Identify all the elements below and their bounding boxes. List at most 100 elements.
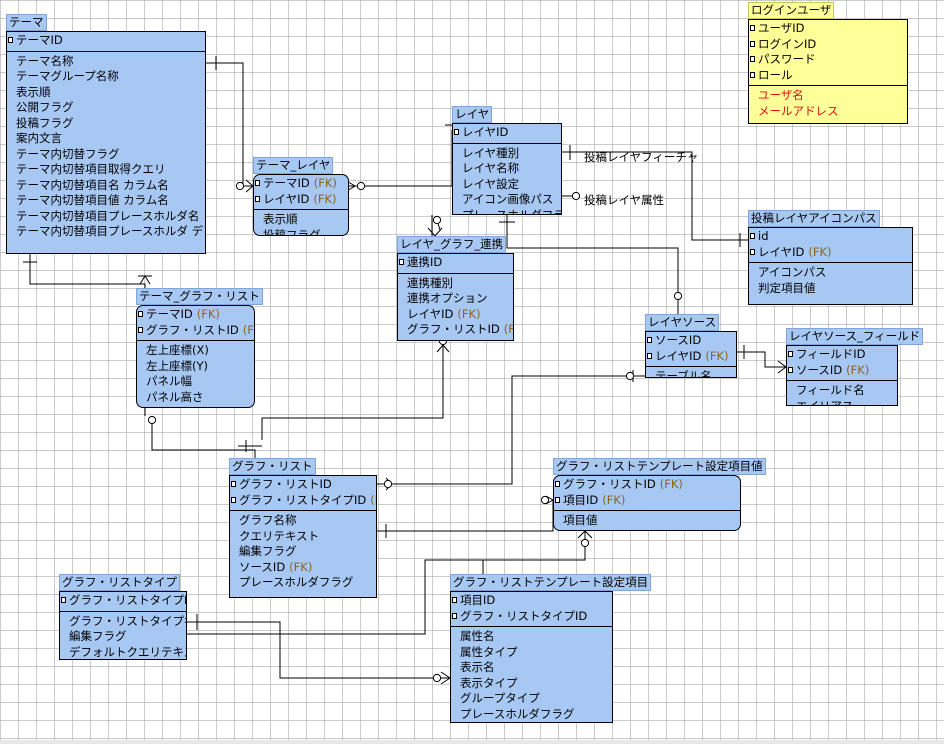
entity-title[interactable]: グラフ・リストタイプ (59, 574, 180, 591)
key-attribute[interactable]: ソースID (646, 333, 736, 349)
attribute-row[interactable]: テーマ内切替項目プレースホルダ デフォル (7, 224, 205, 240)
attribute-row[interactable]: フィールド名 (787, 383, 897, 399)
key-attribute[interactable]: レイヤID (453, 125, 561, 141)
attribute-row[interactable]: プレースホルダフラグ (453, 208, 561, 215)
attribute-section: 項目値 (554, 511, 740, 530)
key-attribute[interactable]: グラフ・リストID (230, 477, 376, 493)
key-attribute[interactable]: id (749, 229, 912, 245)
attribute-row[interactable]: 公開フラグ (7, 100, 205, 116)
attribute-row[interactable]: 属性名 (451, 629, 612, 645)
entity-title[interactable]: 投稿レイヤアイコンパス (748, 210, 880, 227)
attribute-row[interactable]: 項目値 (554, 513, 740, 529)
key-attribute[interactable]: 連携ID (398, 255, 513, 271)
attribute-row[interactable]: 案内文言 (7, 131, 205, 147)
attribute-row[interactable]: ユーザ名 (749, 88, 907, 104)
entity-title[interactable]: レイヤソース_フィールド (786, 328, 924, 345)
attribute-row[interactable]: 左上座標(X) (137, 343, 254, 359)
attribute-row[interactable]: テーマ内切替フラグ (7, 147, 205, 163)
key-attribute[interactable]: グラフ・リストID(FK) (137, 323, 254, 339)
entity-template-item-value[interactable]: グラフ・リストテンプレート設定項目値グラフ・リストID(FK)項目ID(FK) 項… (553, 458, 766, 531)
key-attribute[interactable]: レイヤID(FK) (749, 245, 912, 261)
entity-layer-graph-link[interactable]: レイヤ_グラフ_連携連携ID 連携種別連携オプションレイヤID(FK)グラフ・リス… (397, 236, 514, 341)
entity-title[interactable]: レイヤソース (645, 314, 720, 331)
entity-title[interactable]: テーマ_レイヤ (253, 157, 334, 174)
key-attribute[interactable]: ロール (749, 68, 907, 84)
attribute-row[interactable]: テーブル名 (646, 369, 736, 377)
attribute-row[interactable]: 表示順 (7, 85, 205, 101)
attribute-row[interactable]: レイヤ種別 (453, 146, 561, 162)
attribute-row[interactable]: 左上座標(Y) (137, 359, 254, 375)
entity-title[interactable]: ログインユーザ (748, 2, 835, 19)
attribute-row[interactable]: テーマグループ名称 (7, 69, 205, 85)
key-attribute[interactable]: 項目ID (451, 593, 612, 609)
attribute-row[interactable]: 連携種別 (398, 276, 513, 292)
attribute-row[interactable]: テーマ内切替項目名 カラム名 (7, 178, 205, 194)
key-attribute[interactable]: ユーザID (749, 21, 907, 37)
key-attribute[interactable]: レイヤID(FK) (646, 349, 736, 365)
attribute-row[interactable]: 投稿フラグ (254, 228, 348, 236)
entity-title[interactable]: レイヤ_グラフ_連携 (397, 236, 507, 253)
entity-title[interactable]: テーマ_グラフ・リスト (136, 288, 263, 305)
key-attribute[interactable]: テーマID(FK) (137, 307, 254, 323)
attribute-row[interactable]: グラフ・リストID(FK) (398, 322, 513, 338)
key-attribute[interactable]: グラフ・リストタイプID(FK) (230, 493, 376, 509)
attribute-row[interactable]: 表示名 (451, 660, 612, 676)
attribute-row[interactable]: パネル高さ (137, 390, 254, 406)
attribute-row[interactable]: グラフ名称 (230, 513, 376, 529)
attribute-row[interactable]: 属性タイプ (451, 645, 612, 661)
attribute-row[interactable]: 投稿フラグ (7, 116, 205, 132)
key-attribute[interactable]: パスワード (749, 52, 907, 68)
attribute-row[interactable]: テーマ内切替項目取得クエリ (7, 162, 205, 178)
entity-title[interactable]: グラフ・リストテンプレート設定項目値 (553, 458, 766, 475)
entity-title[interactable]: レイヤ (452, 106, 493, 123)
entity-title[interactable]: テーマ (6, 14, 47, 31)
attribute-row[interactable]: アイコン画像パス (453, 192, 561, 208)
attribute-row[interactable]: プレースホルダフラグ (230, 575, 376, 591)
attribute-row[interactable]: ソースID(FK) (230, 560, 376, 576)
attribute-row[interactable]: 編集フラグ (60, 629, 186, 645)
entity-theme-layer[interactable]: テーマ_レイヤテーマID(FK)レイヤID(FK) 表示順投稿フラグ (253, 157, 349, 236)
attribute-row[interactable]: パネル幅 (137, 374, 254, 390)
attribute-row[interactable]: デフォルトクエリテキスト (60, 645, 186, 660)
attribute-row[interactable]: 表示順 (254, 212, 348, 228)
attribute-row[interactable]: 編集フラグ (230, 544, 376, 560)
key-attribute[interactable]: フィールドID (787, 347, 897, 363)
key-attribute[interactable]: テーマID(FK) (254, 176, 348, 192)
key-attribute[interactable]: ログインID (749, 37, 907, 53)
attribute-row[interactable]: グラフ・リストタイプ名称 (60, 614, 186, 630)
attribute-row[interactable]: クエリテキスト (230, 529, 376, 545)
attribute-row[interactable]: レイヤID(FK) (398, 307, 513, 323)
key-attribute[interactable]: グラフ・リストID(FK) (554, 477, 740, 493)
attribute-row[interactable]: プレースホルダフラグ (451, 707, 612, 723)
attribute-row[interactable]: テーマ内切替項目プレースホルダ名 (7, 209, 205, 225)
attribute-row[interactable]: テーマ名称 (7, 54, 205, 70)
attribute-row[interactable]: エイリアス (787, 399, 897, 406)
key-attribute[interactable]: 項目ID(FK) (554, 493, 740, 509)
attribute-row[interactable]: アイコンパス (749, 265, 912, 281)
entity-title[interactable]: グラフ・リスト (229, 458, 316, 475)
attribute-row[interactable]: グループタイプ (451, 691, 612, 707)
attribute-row[interactable]: メールアドレス (749, 104, 907, 120)
attribute-row[interactable]: レイヤ名称 (453, 161, 561, 177)
key-attribute[interactable]: テーマID (7, 33, 205, 49)
attribute-row[interactable]: テーマ内切替項目値 カラム名 (7, 193, 205, 209)
attribute-row[interactable]: 連携オプション (398, 291, 513, 307)
key-attribute[interactable]: ソースID(FK) (787, 363, 897, 379)
attribute-row[interactable]: 表示タイプ (451, 676, 612, 692)
attribute-row[interactable]: 判定項目値 (749, 281, 912, 297)
key-attribute[interactable]: レイヤID(FK) (254, 192, 348, 208)
key-attribute[interactable]: グラフ・リストタイプID (60, 593, 186, 609)
attribute-row[interactable]: レイヤ設定 (453, 177, 561, 193)
key-attribute[interactable]: グラフ・リストタイプID (451, 609, 612, 625)
entity-title[interactable]: グラフ・リストテンプレート設定項目 (450, 574, 652, 591)
